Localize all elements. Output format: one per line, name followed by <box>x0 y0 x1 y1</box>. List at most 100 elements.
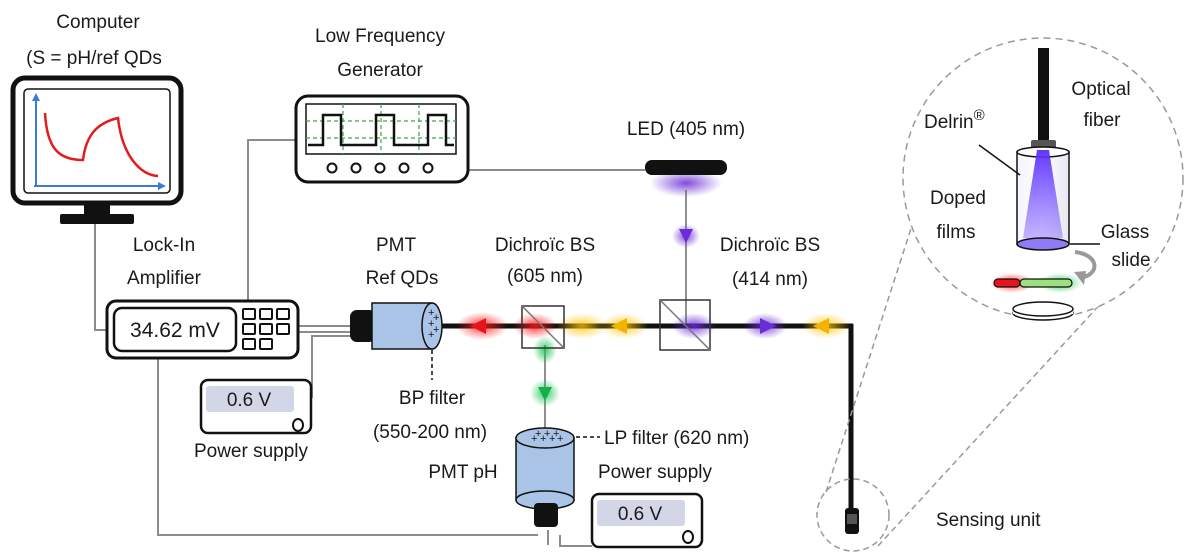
ps1-value: 0.6 V <box>227 390 272 411</box>
beamsplitter-414: Dichroïc BS (414 nm) <box>659 235 820 351</box>
bs2-diagonal <box>659 299 711 351</box>
svg-text:+: + <box>433 312 439 324</box>
signal-wires <box>94 139 645 547</box>
beamsplitter-icon <box>659 299 711 351</box>
plot-y-arrow <box>32 93 40 101</box>
lock-in-amplifier: Lock-In Amplifier 34.62 mV <box>105 235 300 360</box>
ps2-pmtph-wire <box>559 535 592 547</box>
svg-text:+: + <box>428 329 434 341</box>
amber-glow-bs1 <box>556 313 608 339</box>
led-icon <box>645 160 727 175</box>
light-cone <box>1023 150 1063 238</box>
sensing-unit-label: Sensing unit <box>936 510 1041 531</box>
svg-text:+: + <box>535 428 541 440</box>
ps1-label: Power supply <box>194 441 309 462</box>
generator-lockin-wire <box>247 139 298 300</box>
computer-label-2: (S = pH/ref QDs <box>26 48 162 69</box>
svg-text:+: + <box>428 318 434 330</box>
amber-arrow-mid <box>611 318 627 334</box>
monitor-screen <box>23 88 171 194</box>
monitor-icon <box>10 75 184 206</box>
doped-films-label-2: films <box>936 222 975 243</box>
plot-x-arrow <box>158 182 166 190</box>
led-label: LED (405 nm) <box>627 119 745 140</box>
low-frequency-generator: Low Frequency Generator <box>294 26 470 184</box>
pmt-ref-label-1: PMT <box>376 235 417 256</box>
beamsplitter-605: Dichroïc BS (605 nm) <box>495 235 595 349</box>
bs1-label-2: (605 nm) <box>507 266 583 287</box>
pmt-ref-marks: + + + + + <box>428 307 439 341</box>
glass-slide-top <box>1012 301 1074 317</box>
bs2-label-1: Dichroïc BS <box>720 235 820 256</box>
pmt-ref-window <box>421 302 443 350</box>
svg-text:+: + <box>549 433 555 445</box>
pmt-ph-window <box>515 427 575 449</box>
bs1-diagonal <box>521 305 565 349</box>
sensing-unit: Sensing unit <box>816 478 1041 552</box>
lfg-label-1: Low Frequency <box>315 26 445 47</box>
bs1-label-1: Dichroïc BS <box>495 235 595 256</box>
lockin-display <box>112 306 238 353</box>
tube-bottom-glow <box>1016 237 1070 251</box>
lockin-pmtph-wire <box>157 358 538 536</box>
delrin-pointer <box>978 144 1021 176</box>
ps1-knob <box>292 418 304 432</box>
computer-label-1: Computer <box>56 12 140 33</box>
optical-fiber-label-2: fiber <box>1084 110 1122 131</box>
rotation-arrowhead <box>1074 271 1086 285</box>
bp-filter-label-2: (550-200 nm) <box>373 422 487 443</box>
doped-films-label-1: Doped <box>930 188 986 209</box>
computer: Computer (S = pH/ref QDs <box>10 12 184 224</box>
optical-fiber-label-1: Optical <box>1071 79 1130 100</box>
bs2-label-2: (414 nm) <box>732 269 808 290</box>
violet-arrow-down <box>679 229 693 243</box>
svg-text:+: + <box>553 428 559 440</box>
ps1-pmtref-wire <box>311 335 350 398</box>
green-arrow-down <box>538 387 552 401</box>
ps2-value: 0.6 V <box>618 504 663 525</box>
led-glow <box>650 169 722 197</box>
square-wave <box>308 113 454 147</box>
monitor-neck <box>84 203 110 215</box>
ps2-display <box>597 500 685 526</box>
pmt-ph-label: PMT pH <box>428 462 497 483</box>
keypad-icon <box>242 308 290 350</box>
bp-filter-label-1: BP filter <box>399 388 466 409</box>
svg-text:+: + <box>433 324 439 336</box>
svg-text:+: + <box>531 433 537 445</box>
generator-grid <box>306 104 456 154</box>
pmt-ref-cap <box>350 310 376 342</box>
lockin-value: 34.62 mV <box>130 319 220 342</box>
sensor-zoom-circle <box>816 478 890 552</box>
green-film <box>1019 278 1073 288</box>
green-glow-bs1 <box>533 336 557 364</box>
violet-arrow-right <box>760 318 776 334</box>
lockin-label-2: Amplifier <box>127 268 202 289</box>
amber-arrow-right <box>813 318 829 334</box>
red-arrow <box>470 318 486 334</box>
oscilloscope-icon <box>294 94 470 184</box>
ps2-knob <box>682 530 694 544</box>
delrin-label: Delrin® <box>924 107 985 133</box>
svg-text:+: + <box>544 428 550 440</box>
monitor-base <box>60 214 134 224</box>
lp-filter-label: LP filter (620 nm) <box>604 428 749 449</box>
lockin-label-1: Lock-In <box>133 235 195 256</box>
svg-text:+: + <box>540 433 546 445</box>
pmt-ph-cap <box>534 503 558 527</box>
sensor-head-detail <box>847 514 857 524</box>
lfg-label-2: Generator <box>337 60 423 81</box>
ps1-display <box>206 386 294 412</box>
svg-text:+: + <box>557 433 563 445</box>
glass-slide-label-1: Glass <box>1101 222 1150 243</box>
pmt-ref-label-2: Ref QDs <box>366 268 439 289</box>
glass-slide-label-2: slide <box>1111 250 1150 271</box>
ps2-label: Power supply <box>598 462 713 483</box>
pmt-ph-marks: ++++ +++ <box>531 428 563 445</box>
red-glow-bs1 <box>513 313 557 339</box>
beamsplitter-icon <box>521 305 565 349</box>
pmt-ref-qds: PMT Ref QDs + + + + + BP filter (550-200… <box>350 235 487 443</box>
led-source: LED (405 nm) <box>627 119 745 197</box>
